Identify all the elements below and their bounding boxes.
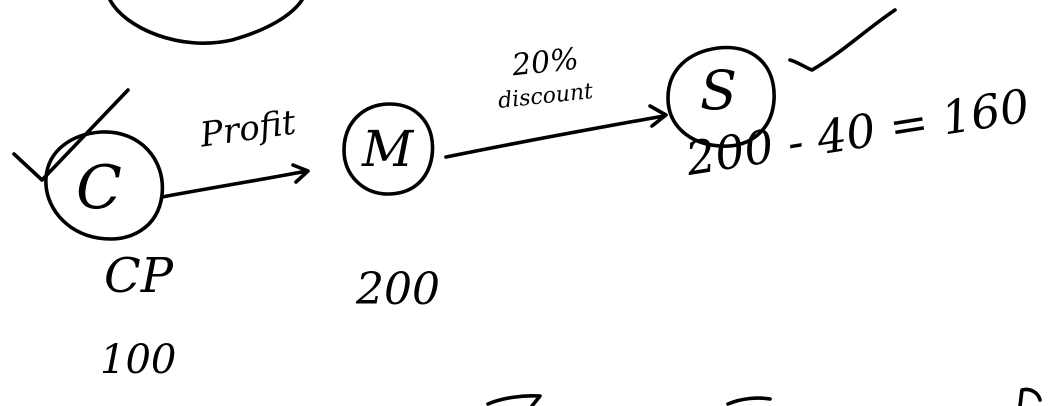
- m-value: 200: [356, 264, 440, 315]
- edge-m-s-top-label: 20%: [510, 41, 581, 84]
- cp-label: CP: [104, 248, 174, 304]
- node-m-circle: [342, 102, 435, 196]
- bottom-fragment-middle: [726, 396, 772, 406]
- checkmark-right-icon: [788, 8, 897, 72]
- node-c-circle: [44, 130, 165, 241]
- arrow-c-to-m: [160, 163, 310, 199]
- partial-circle-top: [108, 0, 304, 45]
- node-s-circle: [666, 45, 776, 148]
- cp-value: 100: [100, 337, 177, 383]
- node-m-label: M: [362, 120, 414, 178]
- bottom-fragment-right: [1018, 387, 1042, 406]
- bottom-fragment-left: [486, 394, 542, 406]
- arrow-m-to-s: [444, 104, 668, 159]
- node-s-label: S: [700, 59, 737, 122]
- node-c-label: C: [76, 153, 122, 223]
- checkmark-left-icon: [12, 88, 130, 182]
